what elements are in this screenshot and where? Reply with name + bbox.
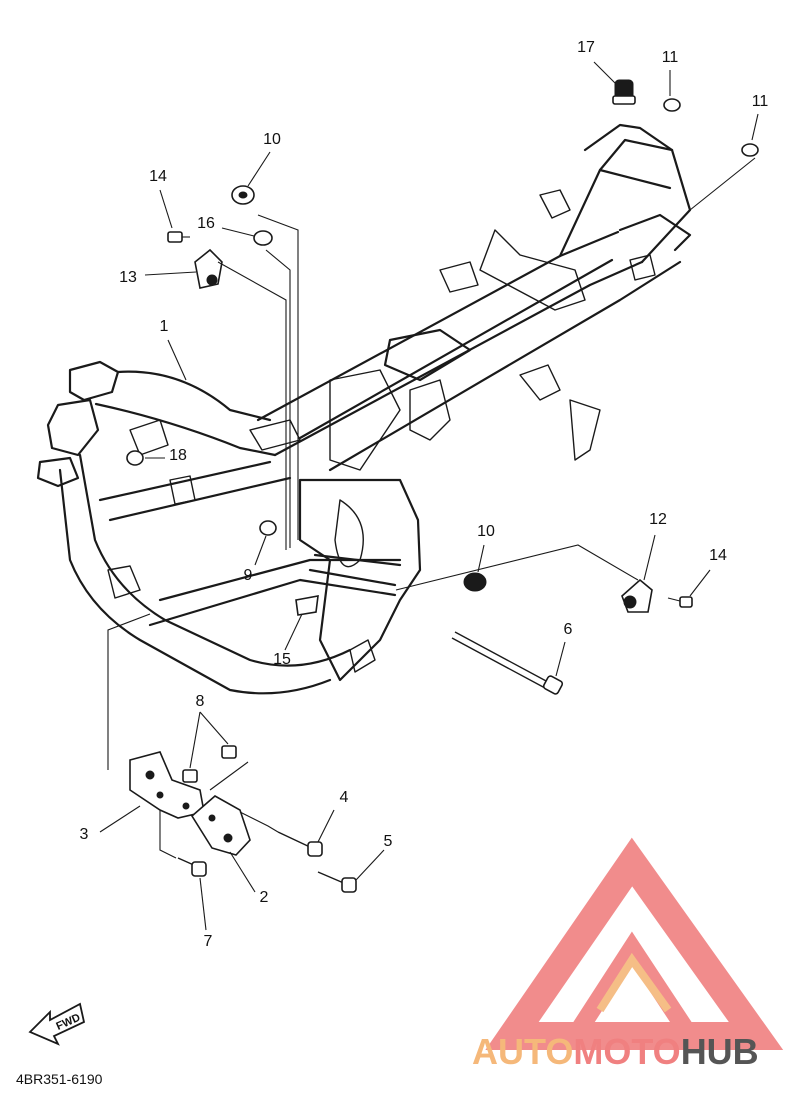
callout-5: 5 (384, 833, 393, 850)
watermark-moto: MOTO (573, 1031, 680, 1072)
callout-17: 17 (577, 39, 595, 56)
callout-16: 16 (197, 215, 215, 232)
engine-bracket-3 (129, 751, 205, 819)
watermark-hub: HUB (681, 1031, 759, 1072)
nut-8-a (221, 745, 237, 759)
callout-6: 6 (564, 621, 573, 638)
main-frame (36, 123, 692, 695)
clamp-15 (295, 595, 319, 616)
damper-11-right (741, 143, 759, 157)
callout-14-right: 14 (709, 547, 727, 564)
callout-4: 4 (340, 789, 349, 806)
callout-13: 13 (119, 269, 137, 286)
leader-lines (99, 61, 759, 931)
damper-10-lower (463, 572, 487, 592)
damper-10-upper (231, 185, 255, 205)
callout-15: 15 (273, 651, 291, 668)
watermark-logo (485, 837, 784, 1050)
damper-17 (612, 79, 636, 105)
watermark-auto: AUTO (472, 1031, 573, 1072)
callout-11-right: 11 (752, 93, 769, 110)
callout-18: 18 (169, 447, 187, 464)
callout-10-upper: 10 (263, 131, 281, 148)
bolt-7 (177, 857, 207, 877)
callout-10-lower: 10 (477, 523, 495, 540)
watermark-text: AUTOMOTOHUB (472, 1031, 759, 1072)
callout-1: 1 (160, 318, 169, 335)
callout-9: 9 (244, 567, 253, 584)
callout-labels: 17 11 11 10 14 16 13 1 18 9 10 12 14 15 … (80, 39, 769, 950)
callout-8: 8 (196, 693, 205, 710)
bolt-14-upper (167, 231, 190, 243)
fwd-arrow-icon: FWD (28, 1002, 86, 1046)
callout-14-upper: 14 (149, 168, 167, 185)
bracket-12 (621, 578, 653, 613)
bolt-14-right (667, 596, 693, 608)
callout-7: 7 (204, 933, 213, 950)
callout-11-top: 11 (662, 49, 679, 66)
damper-11-top (663, 98, 681, 112)
cap-18 (126, 450, 144, 466)
diagram-code: 4BR351-6190 (16, 1071, 103, 1087)
bracket-13 (194, 248, 223, 289)
bolt-4 (277, 831, 323, 857)
engine-bracket-2 (190, 795, 251, 856)
callout-3: 3 (80, 826, 89, 843)
bolt-6 (451, 631, 564, 695)
collar-9 (259, 520, 277, 536)
bolt-5 (317, 871, 357, 893)
callout-2: 2 (260, 889, 269, 906)
nut-8-b (182, 769, 198, 783)
callout-12: 12 (649, 511, 667, 528)
collar-16 (253, 230, 273, 246)
